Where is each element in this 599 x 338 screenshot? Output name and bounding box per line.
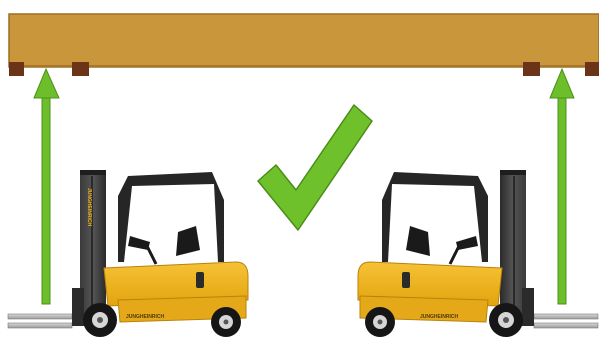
pallet-block-1 <box>9 62 24 76</box>
forklift-brand-right: JUNGHEINRICH <box>420 314 458 320</box>
svg-text:JUNGHEINRICH: JUNGHEINRICH <box>86 188 92 226</box>
arrow-up-icon <box>34 69 59 304</box>
check-mark-icon <box>258 105 372 230</box>
pallet-block-3 <box>523 62 540 76</box>
svg-text:JUNGHEINRICH: JUNGHEINRICH <box>126 314 164 320</box>
pallet-block-4 <box>585 62 599 76</box>
pallet-block-2 <box>72 62 89 76</box>
pallet-deck <box>9 14 599 67</box>
arrow-up-icon <box>550 69 574 304</box>
pallet <box>9 14 599 76</box>
